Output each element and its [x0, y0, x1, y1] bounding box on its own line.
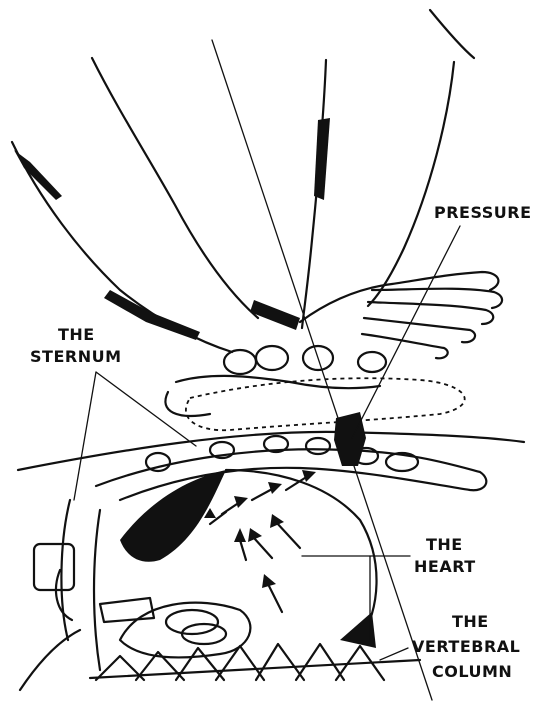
label-sternum-line2: STERNUM — [30, 347, 122, 366]
label-vertebral-line3: COLUMN — [432, 662, 512, 681]
label-heart-line2: HEART — [414, 557, 476, 576]
label-pressure: PRESSURE — [434, 203, 532, 222]
patient-head — [20, 544, 250, 690]
leader-lines — [74, 226, 460, 660]
vertebral-column — [90, 644, 420, 680]
arms — [12, 10, 474, 352]
hand-dotted-outline — [186, 378, 465, 430]
flow-arrows — [204, 470, 316, 612]
label-heart-line1: THE — [426, 535, 463, 554]
hands — [165, 272, 502, 416]
label-vertebral-line2: VERTEBRAL — [412, 637, 520, 656]
label-sternum-line1: THE — [58, 325, 95, 344]
heart-region — [61, 470, 376, 670]
label-vertebral-line1: THE — [452, 612, 489, 631]
